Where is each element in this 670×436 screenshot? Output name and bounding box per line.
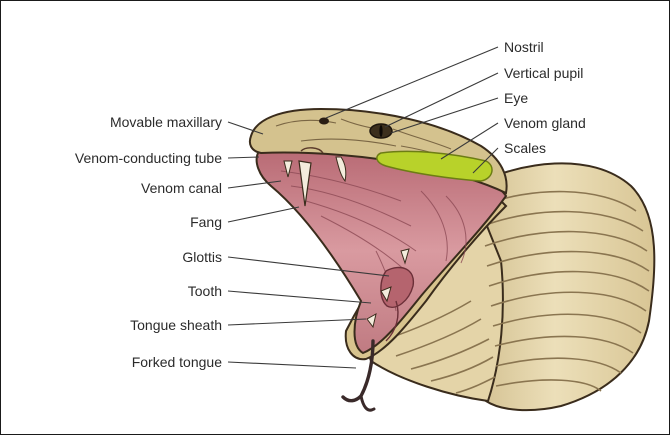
vertical-pupil-shape <box>379 125 382 137</box>
label-venom-gland: Venom gland <box>504 115 586 131</box>
label-fang: Fang <box>190 214 222 230</box>
label-movable-maxillary: Movable maxillary <box>110 114 222 130</box>
left-labels: Movable maxillary Venom-conducting tube … <box>75 114 222 370</box>
label-vertical-pupil: Vertical pupil <box>504 65 583 81</box>
nostril-shape <box>319 118 329 125</box>
label-venom-conducting-tube: Venom-conducting tube <box>75 150 222 166</box>
label-forked-tongue: Forked tongue <box>132 354 222 370</box>
label-venom-canal: Venom canal <box>141 180 222 196</box>
label-tooth: Tooth <box>188 283 222 299</box>
label-nostril: Nostril <box>504 39 544 55</box>
label-glottis: Glottis <box>182 249 222 265</box>
label-eye: Eye <box>504 90 528 106</box>
right-labels: Nostril Vertical pupil Eye Venom gland S… <box>504 39 586 156</box>
label-scales: Scales <box>504 140 546 156</box>
label-tongue-sheath: Tongue sheath <box>130 317 222 333</box>
